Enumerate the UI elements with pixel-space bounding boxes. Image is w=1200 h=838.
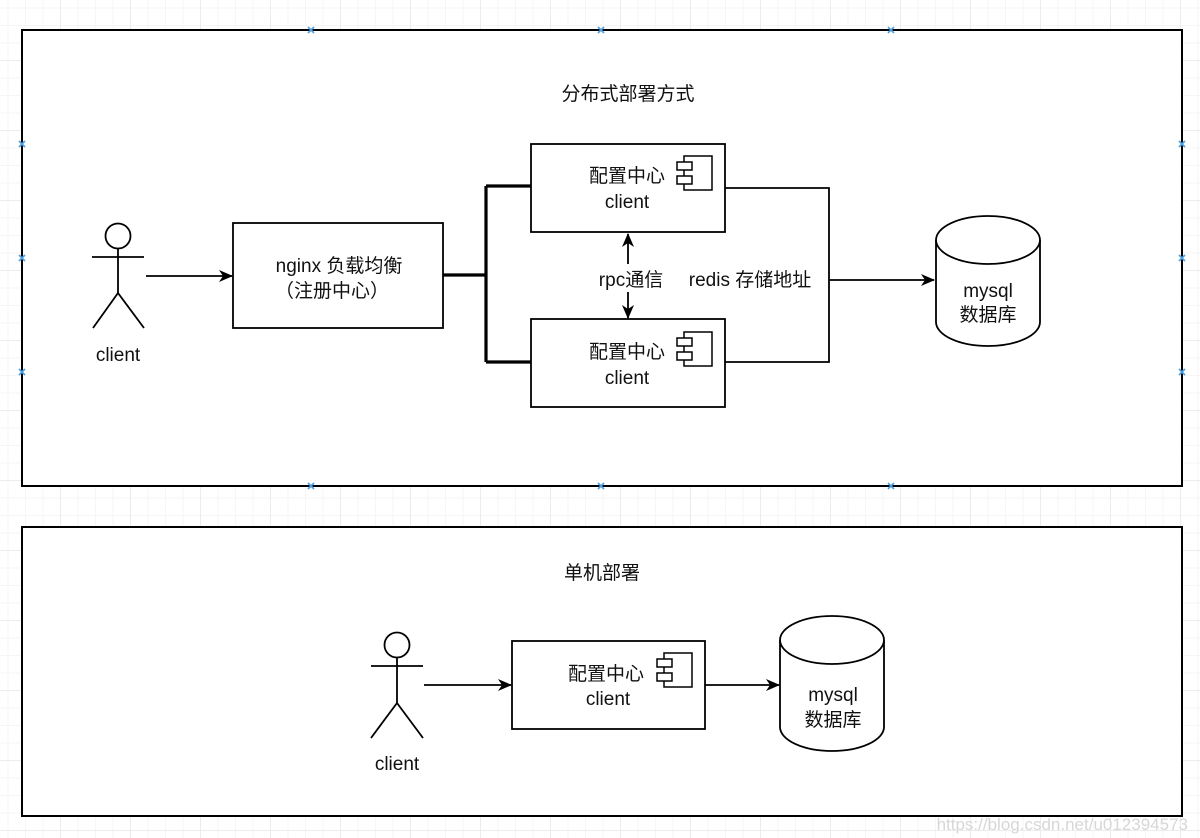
nginx-load-balancer-box[interactable]	[232, 222, 444, 329]
rpc-label: rpc通信	[599, 269, 663, 291]
standalone-actor-label: client	[375, 754, 420, 775]
config-top-line1: 配置中心	[589, 165, 665, 187]
distributed-title: 分布式部署方式	[561, 83, 694, 105]
redis-label: redis 存储地址	[689, 269, 811, 291]
standalone-title: 单机部署	[564, 562, 640, 584]
nginx-label-line1: nginx 负载均衡	[276, 255, 403, 277]
config-center-bottom-box[interactable]	[530, 318, 726, 408]
standalone-db-line2: 数据库	[804, 709, 861, 731]
standalone-config-line2: client	[586, 689, 631, 710]
db-label-line1: mysql	[963, 281, 1013, 302]
config-to-db-connector	[725, 187, 830, 363]
component-icon	[656, 652, 693, 688]
config-center-top-box[interactable]	[530, 143, 726, 233]
mysql-database-icon[interactable]	[935, 215, 1041, 347]
standalone-db-line1: mysql	[808, 685, 858, 706]
config-top-line2: client	[605, 192, 650, 213]
client-actor-icon[interactable]	[92, 222, 145, 329]
client-actor-icon[interactable]	[370, 631, 424, 739]
standalone-config-line1: 配置中心	[568, 663, 644, 685]
selection-markers[interactable]	[18, 26, 1186, 490]
watermark-text: https://blog.csdn.net/u012394573	[937, 815, 1188, 834]
config-bottom-line1: 配置中心	[589, 341, 665, 363]
client-actor-label: client	[96, 345, 141, 366]
db-label-line2: 数据库	[959, 304, 1016, 326]
config-bottom-line2: client	[605, 368, 650, 389]
standalone-config-center-box[interactable]	[511, 640, 706, 730]
component-icon	[676, 155, 713, 191]
nginx-to-config-connector	[443, 184, 531, 364]
nginx-label-line2: （注册中心）	[275, 280, 389, 302]
component-icon	[676, 331, 713, 367]
standalone-mysql-database-icon[interactable]	[779, 615, 885, 752]
